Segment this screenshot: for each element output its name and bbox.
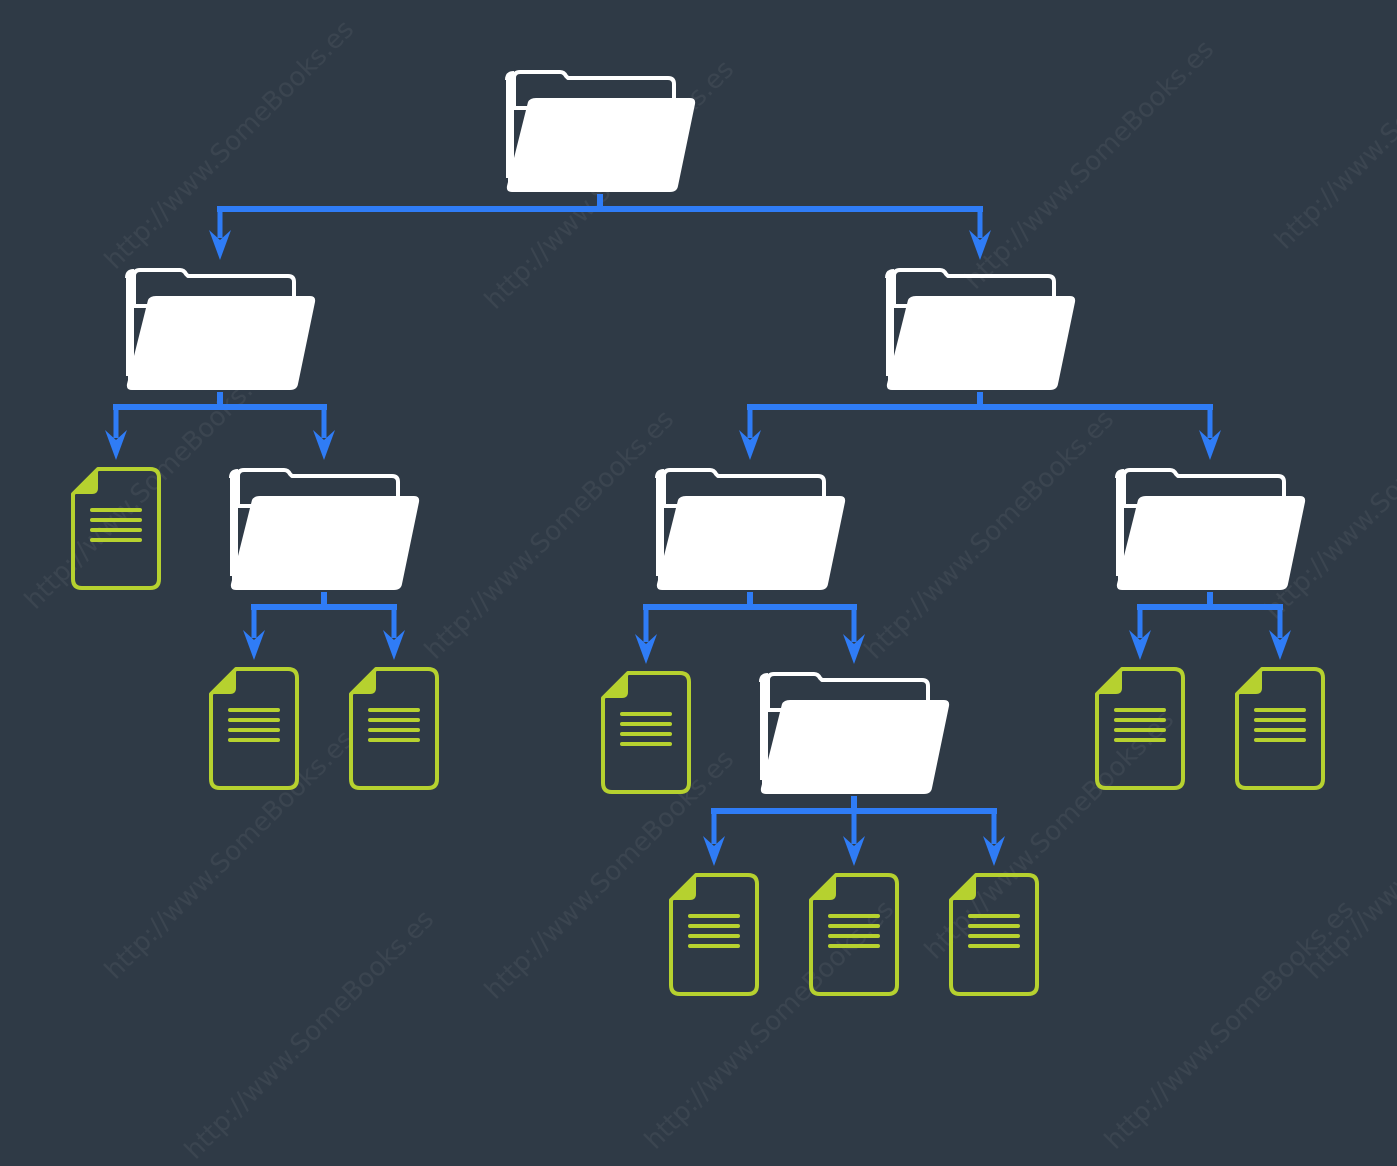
arrow-down-icon xyxy=(969,230,991,260)
file-document-icon xyxy=(349,667,439,790)
connector-layer xyxy=(105,194,1291,866)
arrow-down-icon xyxy=(1269,630,1291,660)
file-document-icon xyxy=(71,467,161,590)
arrow-down-icon xyxy=(383,630,405,660)
file-document-icon xyxy=(669,873,759,996)
arrow-down-icon xyxy=(843,836,865,866)
file-document-icon xyxy=(809,873,899,996)
arrow-down-icon xyxy=(1129,630,1151,660)
folder-open-icon xyxy=(759,672,950,794)
file-document-icon xyxy=(1235,667,1325,790)
folder-open-icon xyxy=(229,468,420,590)
arrow-down-icon xyxy=(105,430,127,460)
file-document-icon xyxy=(601,671,691,794)
arrow-down-icon xyxy=(983,836,1005,866)
arrow-down-icon xyxy=(843,634,865,664)
file-document-icon xyxy=(1095,667,1185,790)
arrow-down-icon xyxy=(209,230,231,260)
file-document-icon xyxy=(949,873,1039,996)
arrow-down-icon xyxy=(739,430,761,460)
node-layer xyxy=(71,70,1325,996)
arrow-down-icon xyxy=(635,634,657,664)
folder-open-icon xyxy=(125,268,316,390)
arrow-down-icon xyxy=(313,430,335,460)
folder-open-icon xyxy=(1115,468,1306,590)
folder-open-icon xyxy=(655,468,846,590)
arrow-down-icon xyxy=(703,836,725,866)
folder-open-icon xyxy=(505,70,696,192)
folder-open-icon xyxy=(885,268,1076,390)
arrow-down-icon xyxy=(1199,430,1221,460)
file-document-icon xyxy=(209,667,299,790)
arrow-down-icon xyxy=(243,630,265,660)
file-tree-diagram xyxy=(71,70,1325,996)
